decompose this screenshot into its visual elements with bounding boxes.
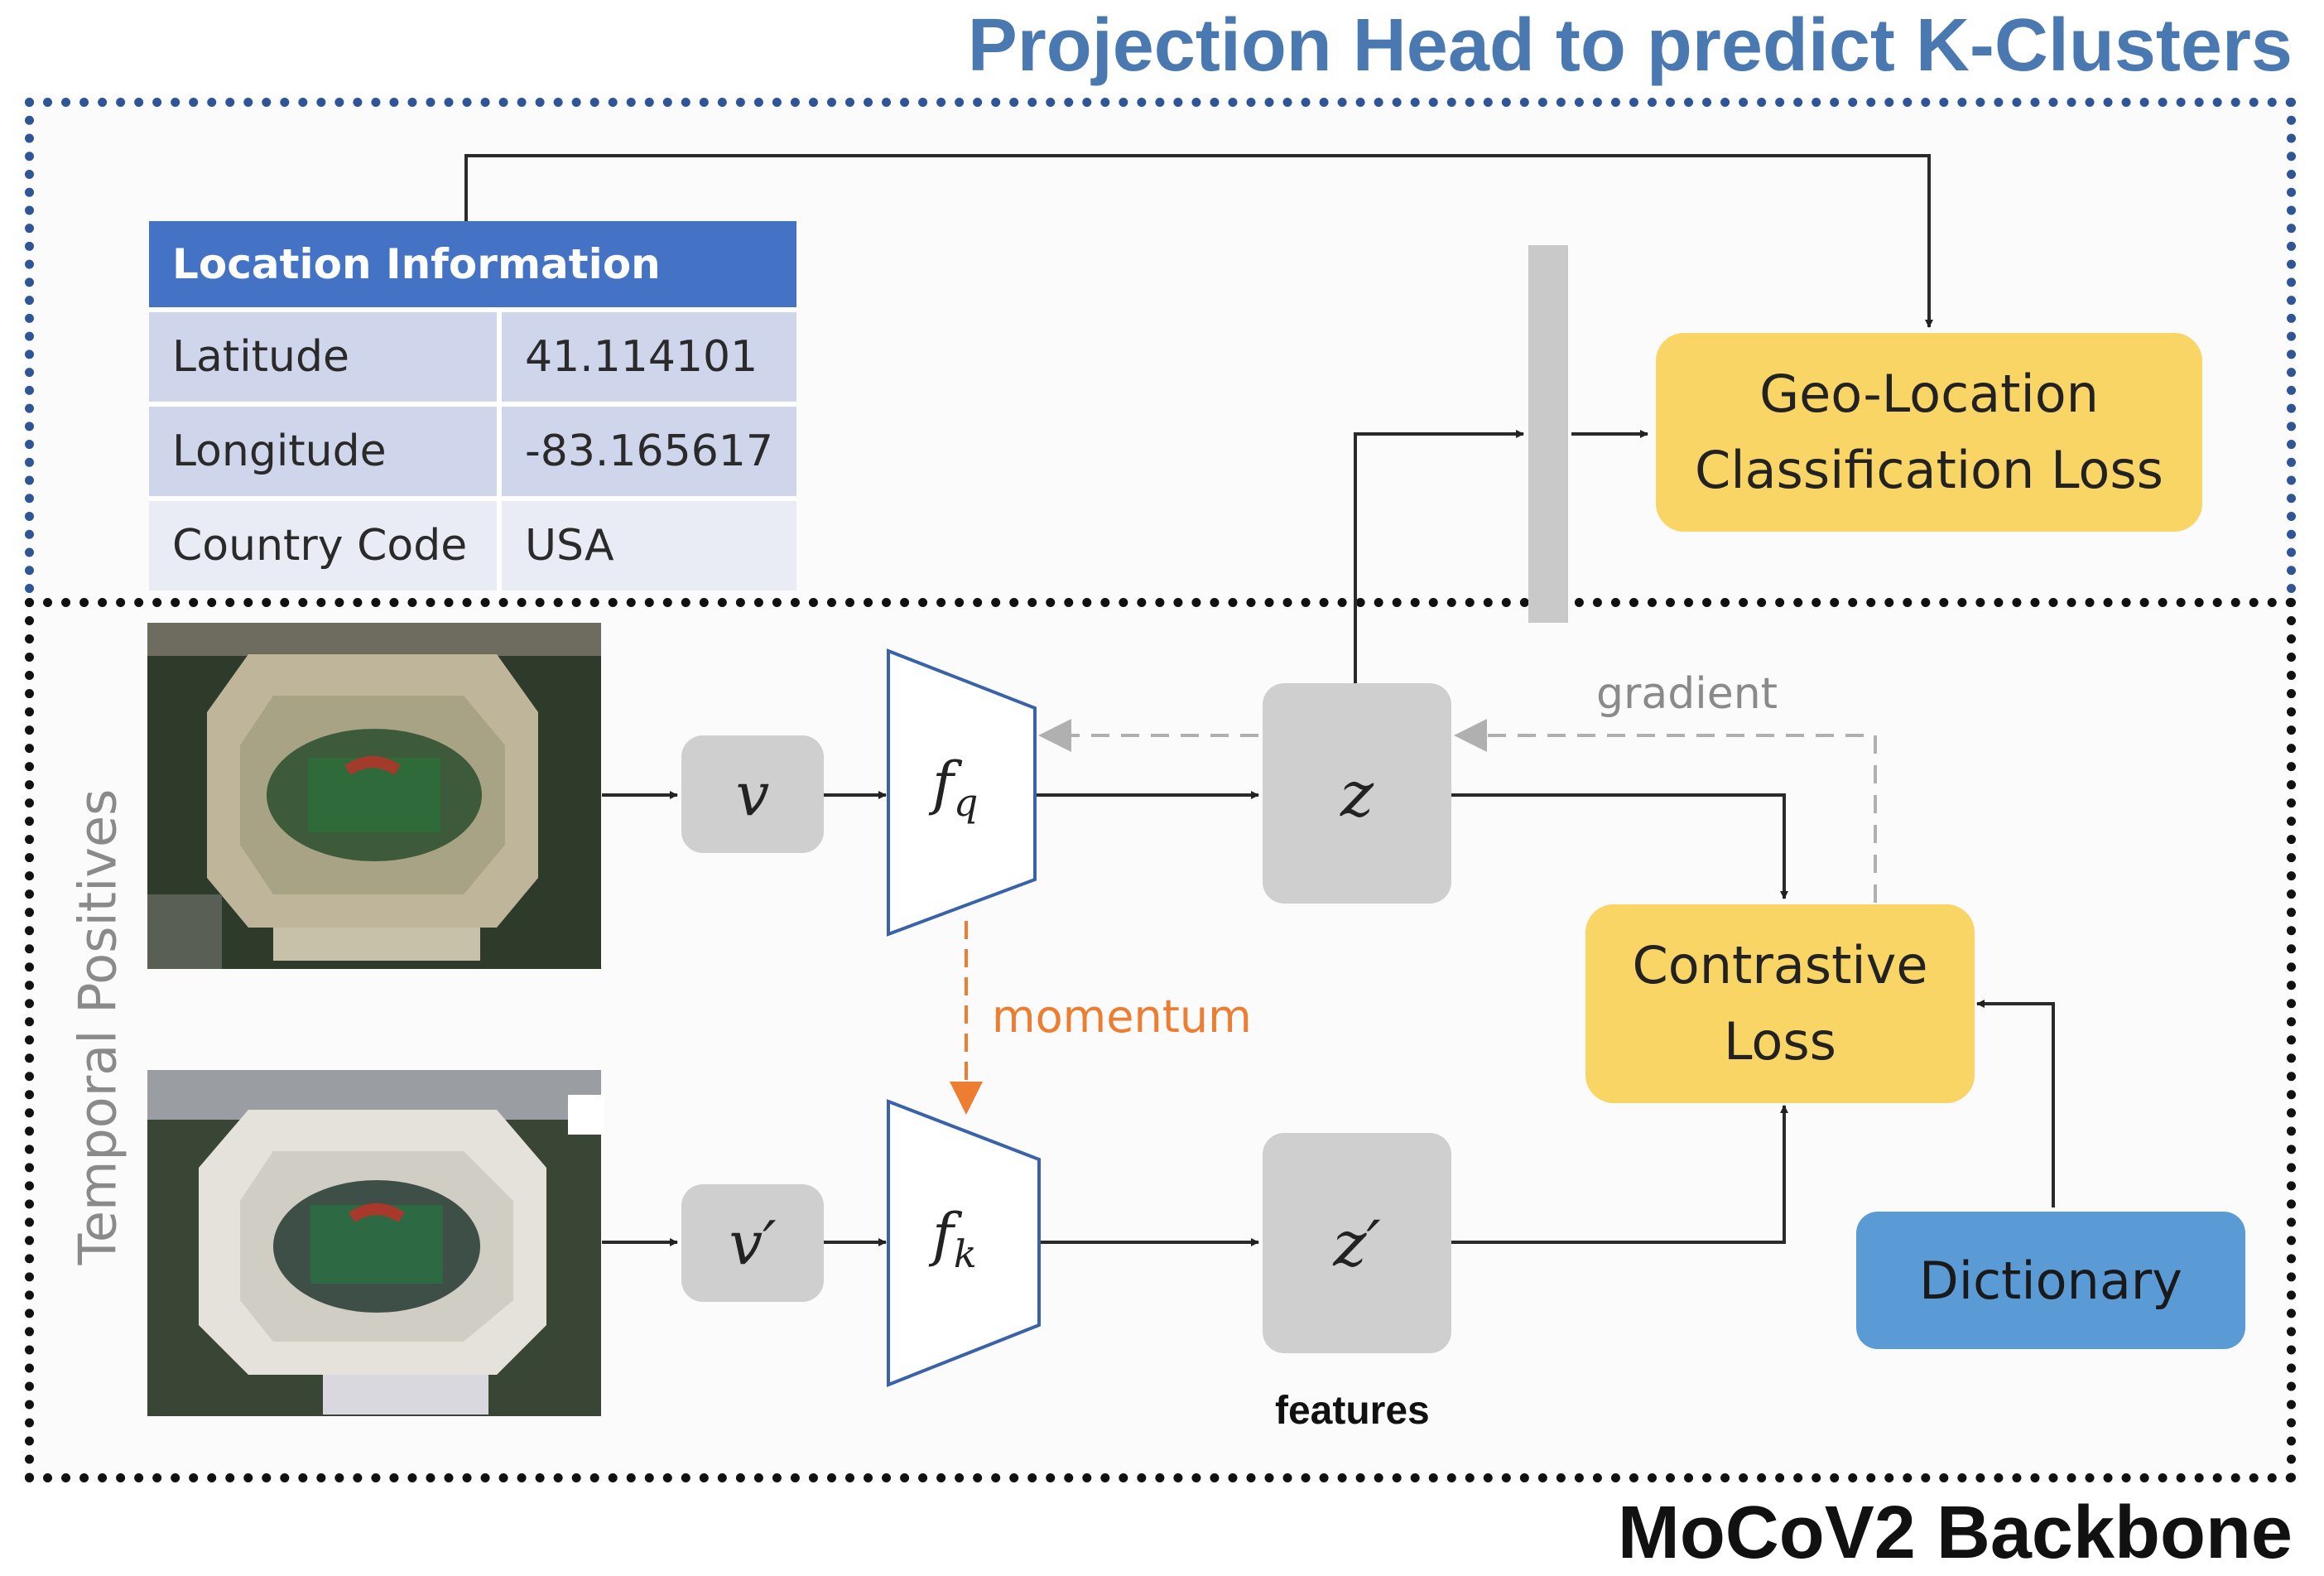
features-label: features (1275, 1389, 1430, 1433)
key-satellite-image (147, 1070, 604, 1416)
fq-label: fq (932, 749, 979, 825)
projection-bar (1528, 245, 1568, 623)
table-to-geo-loss-arrow (464, 154, 1933, 328)
z-prime-node: z′ (1263, 1133, 1451, 1353)
location-table-header: Location Information (149, 221, 796, 310)
dictionary-to-contrastive-arrow (1976, 1000, 2055, 1207)
zprime-to-contrastive-arrow (1451, 1105, 1788, 1244)
geo-location-loss-box: Geo-Location Classification Loss (1656, 333, 2202, 532)
longitude-label: Longitude (149, 402, 502, 499)
gradient-to-z-arrow (1454, 719, 1877, 903)
momentum-label: momentum (992, 990, 1252, 1043)
country-code-label: Country Code (149, 496, 502, 590)
query-satellite-image (147, 623, 601, 969)
backbone-title: MoCoV2 Backbone (1617, 1492, 2293, 1574)
z-node: z (1263, 683, 1451, 904)
latitude-value: 41.114101 (499, 307, 796, 404)
country-code-value: USA (499, 496, 796, 590)
dictionary-box: Dictionary (1856, 1212, 2245, 1349)
contrastive-loss-box: Contrastive Loss (1585, 904, 1975, 1103)
latitude-label: Latitude (149, 307, 502, 404)
projection-head-title: Projection Head to predict K-Clusters (967, 4, 2293, 87)
z-to-contrastive-arrow (1451, 793, 1788, 899)
fk-label: fk (932, 1201, 977, 1276)
v-prime-node: v′ (681, 1184, 824, 1302)
location-table: Location Information Latitude 41.114101 … (149, 221, 796, 590)
v-node: v (681, 735, 824, 853)
temporal-positives-label: Temporal Positives (67, 788, 128, 1265)
z-to-projection-arrow (1354, 430, 1524, 683)
longitude-value: -83.165617 (499, 402, 796, 499)
query-encoder-shape (887, 648, 1037, 937)
key-encoder-shape (887, 1099, 1041, 1387)
gradient-label: gradient (1596, 669, 1778, 719)
